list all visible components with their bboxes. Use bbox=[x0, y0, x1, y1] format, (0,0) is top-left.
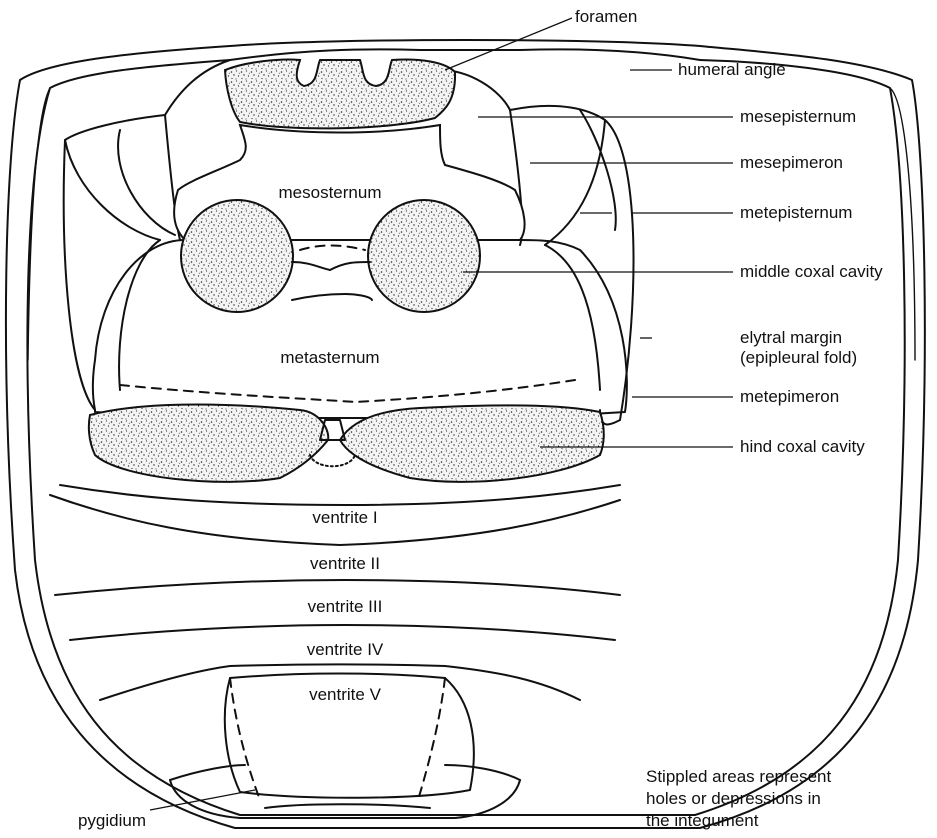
metepisternum-label: metepisternum bbox=[740, 203, 852, 222]
mesepimeron-label: mesepimeron bbox=[740, 153, 843, 172]
epipleural-fold-label: (epipleural fold) bbox=[740, 348, 857, 367]
ventrite-1-label: ventrite I bbox=[312, 508, 377, 527]
hind-coxal-cavity-label: hind coxal cavity bbox=[740, 437, 865, 456]
metasternal-suture bbox=[120, 380, 575, 402]
prothorax-rim bbox=[230, 40, 700, 60]
mesepisternum-label: mesepisternum bbox=[740, 107, 856, 126]
metepimeron-label: metepimeron bbox=[740, 387, 839, 406]
right-hind-coxal-cavity bbox=[340, 405, 604, 481]
ventrite-4-label: ventrite IV bbox=[307, 640, 384, 659]
mesosternum-label: mesosternum bbox=[279, 183, 382, 202]
ventrite-3-label: ventrite III bbox=[308, 597, 383, 616]
intercoxal-bridge bbox=[292, 262, 370, 270]
note-line-1: Stippled areas represent bbox=[646, 767, 832, 786]
pygidium-shape bbox=[170, 780, 520, 818]
humeral-angle-label: humeral angle bbox=[678, 60, 786, 79]
metasternum-label: metasternum bbox=[280, 348, 379, 367]
foramen-label: foramen bbox=[575, 7, 637, 26]
middle-coxal-cavity-label: middle coxal cavity bbox=[740, 262, 883, 281]
metasternum-outline bbox=[93, 240, 627, 418]
left-middle-coxal-cavity bbox=[181, 200, 293, 312]
stipple-legend-note: Stippled areas represent holes or depres… bbox=[646, 767, 832, 830]
ventrite-2-label: ventrite II bbox=[310, 554, 380, 573]
left-hind-coxal-cavity bbox=[89, 405, 328, 482]
foramen-shape bbox=[225, 59, 455, 128]
note-line-2: holes or depressions in bbox=[646, 789, 821, 808]
ventrite-5-label: ventrite V bbox=[309, 685, 381, 704]
right-middle-coxal-cavity bbox=[368, 200, 480, 312]
elytral-margin-label: elytral margin bbox=[740, 328, 842, 347]
note-line-3: the integument bbox=[646, 811, 759, 830]
ventrite-sutures bbox=[50, 485, 620, 780]
pygidium-label: pygidium bbox=[78, 811, 146, 830]
